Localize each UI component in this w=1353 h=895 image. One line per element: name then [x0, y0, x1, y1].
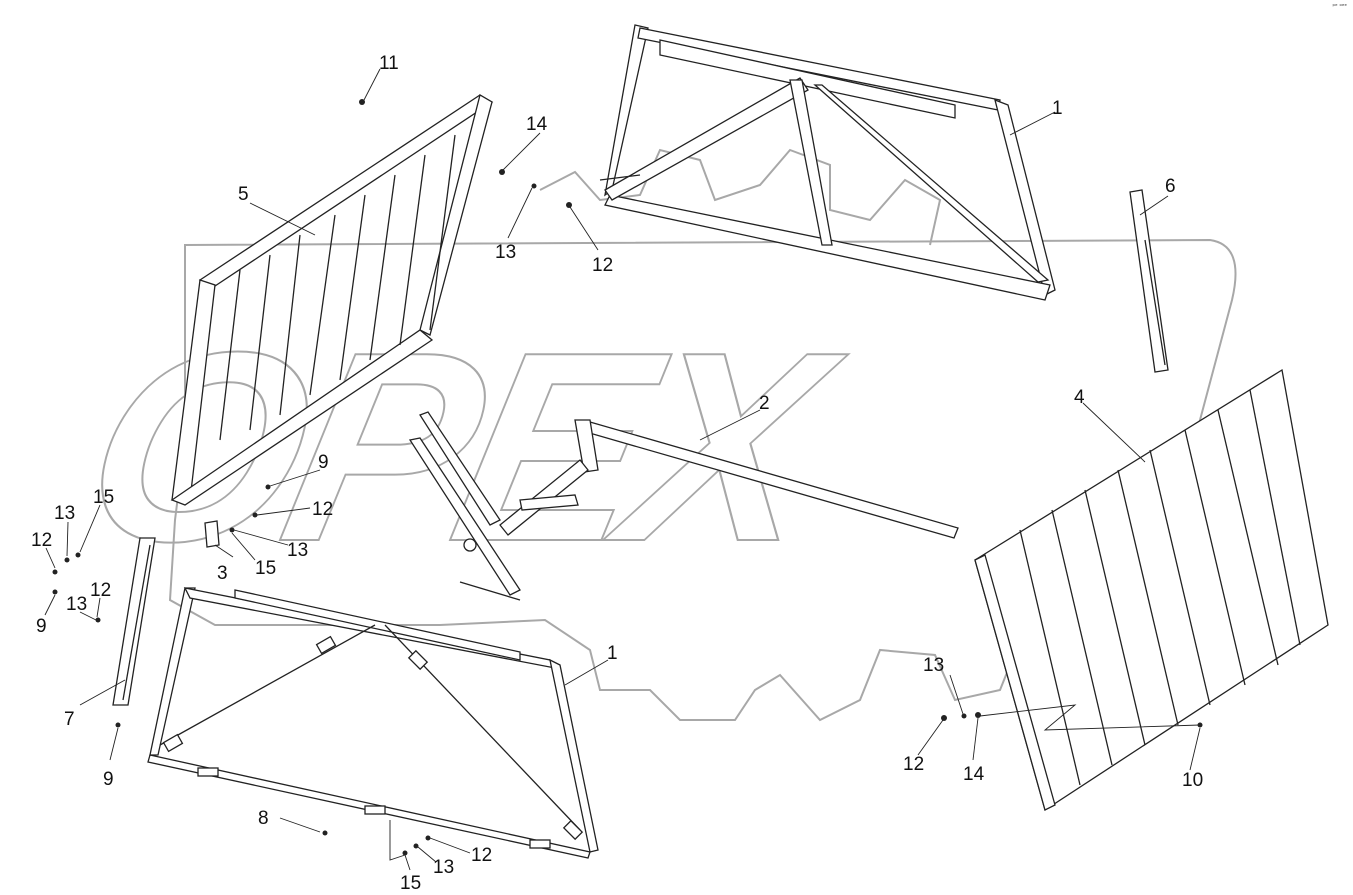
callout-13-b: 13: [287, 540, 308, 561]
part-1-upper-frame: [599, 24, 1056, 301]
part-7-side-rail: [112, 537, 156, 706]
callout-14-a: 14: [526, 114, 548, 135]
part-3-plate: [204, 520, 220, 548]
callout-4: 4: [1074, 387, 1085, 408]
callout-12-c: 12: [31, 530, 52, 551]
callout-13-a: 13: [495, 242, 516, 263]
callout-13-d: 13: [66, 594, 87, 615]
callout-8: 8: [258, 808, 269, 829]
callout-3: 3: [217, 563, 228, 584]
callouts: 1 1 2 3 4 5 6 7 8 9 9 9 10 11 12 12 12 1…: [31, 53, 1203, 894]
callout-2: 2: [759, 393, 770, 414]
callout-13-e: 13: [433, 857, 454, 878]
callout-5: 5: [238, 184, 249, 205]
callout-12-d: 12: [90, 580, 111, 601]
callout-1-upper: 1: [1052, 98, 1063, 119]
part-2-lever-assembly: [408, 411, 959, 601]
callout-15-a: 15: [93, 487, 114, 508]
callout-12-e: 12: [471, 845, 492, 866]
part-1-lower-frame: [147, 587, 599, 859]
callout-7: 7: [64, 709, 75, 730]
callout-6: 6: [1165, 176, 1176, 197]
callout-14-b: 14: [963, 764, 985, 785]
callout-9-a: 9: [318, 452, 329, 473]
callout-9-b: 9: [36, 616, 47, 637]
part-4-panel: [974, 368, 1329, 812]
fasteners: [52, 99, 1203, 856]
callout-11: 11: [379, 53, 399, 74]
callout-15-b: 15: [255, 558, 276, 579]
callout-13-f: 13: [923, 655, 944, 676]
callout-10: 10: [1182, 770, 1203, 791]
part-5-slatted-panel: [170, 94, 494, 506]
callout-13-c: 13: [54, 503, 75, 524]
callout-12-b: 12: [312, 499, 333, 520]
callout-12-a: 12: [592, 255, 613, 276]
corner-tag: ᵖᵉ ᵒᵉᵉ: [1332, 3, 1347, 10]
callout-12-f: 12: [903, 754, 924, 775]
part-6-bracket: [1129, 189, 1169, 373]
callout-15-c: 15: [400, 873, 421, 894]
callout-9-c: 9: [103, 769, 114, 790]
callout-1-lower: 1: [607, 643, 618, 664]
leader-lines: [44, 68, 1201, 871]
